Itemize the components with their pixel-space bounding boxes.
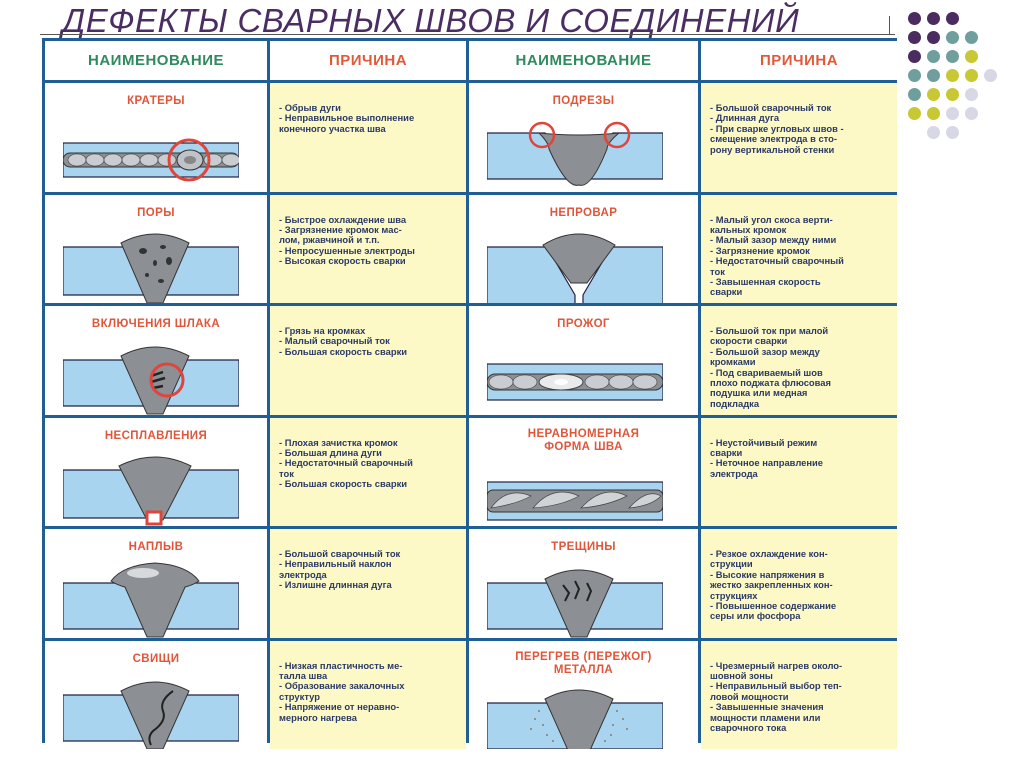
- defect-name-cell: НАПЛЫВ: [45, 529, 267, 638]
- decorative-dot: [946, 88, 959, 101]
- cause-cell: - Большой сварочный ток - Длинная дуга -…: [701, 83, 897, 192]
- cause-text: - Низкая пластичность ме- талла шва - Об…: [279, 659, 405, 723]
- defect-name: НЕСПЛАВЛЕНИЯ: [104, 429, 208, 442]
- decorative-dot: [965, 50, 978, 63]
- defect-name: ПОДРЕЗЫ: [552, 95, 615, 107]
- page-title: ДЕФЕКТЫ СВАРНЫХ ШВОВ И СОЕДИНЕНИЙ: [62, 2, 800, 39]
- cause-text: - Резкое охлаждение кон- струкции - Высо…: [710, 548, 837, 622]
- defect-name-cell: ПЕРЕГРЕВ (ПЕРЕЖОГ) МЕТАЛЛА: [469, 640, 698, 749]
- defect-name: ВКЛЮЧЕНИЯ ШЛАКА: [91, 318, 221, 330]
- defect-name-cell: НЕСПЛАВЛЕНИЯ: [45, 417, 267, 526]
- decorative-dot: [908, 31, 921, 44]
- decorative-dot: [946, 12, 959, 25]
- pores-icon: [63, 233, 239, 303]
- decorative-dot: [927, 126, 940, 139]
- cause-cell: - Большой ток при малой скорости сварки …: [701, 306, 897, 415]
- defect-name: ТРЕЩИНЫ: [551, 541, 616, 553]
- defect-name: КРАТЕРЫ: [127, 95, 185, 107]
- defect-name: НЕРАВНОМЕРНАЯ ФОРМА ШВА: [527, 427, 640, 453]
- decorative-dot: [984, 69, 997, 82]
- decorative-dot: [927, 107, 940, 120]
- defect-name: СВИЩИ: [132, 652, 180, 665]
- decorative-dot: [927, 12, 940, 25]
- cause-cell: - Малый угол скоса верти- кальных кромок…: [701, 194, 897, 303]
- decorative-dot: [946, 107, 959, 120]
- cause-cell: - Грязь на кромках - Малый сварочный ток…: [270, 306, 466, 415]
- cause-cell: - Резкое охлаждение кон- струкции - Высо…: [701, 529, 897, 638]
- defect-name: НЕПРОВАР: [549, 206, 618, 219]
- cause-text: - Чрезмерный нагрев около- шовной зоны -…: [710, 659, 843, 733]
- title-rule: [40, 34, 895, 35]
- cracks-icon: [487, 569, 663, 638]
- overheating-icon: [487, 689, 663, 749]
- header-cause-left: ПРИЧИНА: [270, 41, 466, 80]
- overlap-icon: [63, 562, 239, 638]
- defect-name: НАПЛЫВ: [128, 541, 184, 553]
- decorative-dot: [927, 50, 940, 63]
- cause-cell: - Быстрое охлаждение шва - Загрязнение к…: [270, 194, 466, 303]
- decorative-dot: [927, 88, 940, 101]
- fistula-icon: [63, 681, 239, 749]
- cause-text: - Большой сварочный ток - Длинная дуга -…: [710, 102, 844, 155]
- defect-name-cell: НЕПРОВАР: [469, 194, 698, 303]
- crater-icon: [63, 138, 239, 182]
- header-name-left: НАИМЕНОВАНИЕ: [45, 41, 267, 80]
- slag-inclusion-icon: [63, 346, 239, 415]
- defect-name-cell: КРАТЕРЫ: [45, 83, 267, 192]
- cause-text: - Обрыв дуги - Неправильное выполнение к…: [279, 102, 415, 134]
- defects-table: НАИМЕНОВАНИЕ ПРИЧИНА НАИМЕНОВАНИЕ ПРИЧИН…: [42, 38, 897, 749]
- decorative-dot: [927, 31, 940, 44]
- defect-name-cell: СВИЩИ: [45, 640, 267, 749]
- decorative-dot: [965, 107, 978, 120]
- uneven-weld-icon: [487, 480, 663, 521]
- title-tick: [889, 16, 890, 35]
- cause-cell: - Плохая зачистка кромок - Большая длина…: [270, 417, 466, 526]
- decorative-dot: [965, 31, 978, 44]
- header-name-right: НАИМЕНОВАНИЕ: [469, 41, 698, 80]
- decorative-dot: [908, 69, 921, 82]
- incomplete-penetration-icon: [487, 233, 663, 303]
- decorative-dot: [908, 107, 921, 120]
- cause-cell: - Низкая пластичность ме- талла шва - Об…: [270, 640, 466, 749]
- decorative-dots: [908, 12, 1020, 162]
- cause-cell: - Большой сварочный ток - Неправильный н…: [270, 529, 466, 638]
- decorative-dot: [908, 50, 921, 63]
- decorative-dot: [965, 88, 978, 101]
- decorative-dot: [946, 50, 959, 63]
- cause-text: - Неустойчивый режим сварки - Неточное н…: [710, 436, 824, 479]
- defect-name-cell: ВКЛЮЧЕНИЯ ШЛАКА: [45, 306, 267, 415]
- decorative-dot: [965, 69, 978, 82]
- cause-cell: - Обрыв дуги - Неправильное выполнение к…: [270, 83, 466, 192]
- defect-name-cell: ТРЕЩИНЫ: [469, 529, 698, 638]
- cause-text: - Большой ток при малой скорости сварки …: [710, 325, 831, 409]
- decorative-dot: [946, 31, 959, 44]
- defect-name-cell: ПОРЫ: [45, 194, 267, 303]
- defect-name: ПРОЖОГ: [557, 318, 610, 330]
- decorative-dot: [927, 69, 940, 82]
- defect-name-cell: НЕРАВНОМЕРНАЯ ФОРМА ШВА: [469, 417, 698, 526]
- undercut-icon: [487, 121, 663, 186]
- burn-through-icon: [487, 363, 663, 401]
- cause-cell: - Чрезмерный нагрев около- шовной зоны -…: [701, 640, 897, 749]
- cause-cell: - Неустойчивый режим сварки - Неточное н…: [701, 417, 897, 526]
- cause-text: - Плохая зачистка кромок - Большая длина…: [279, 436, 413, 490]
- decorative-dot: [908, 88, 921, 101]
- cause-text: - Малый угол скоса верти- кальных кромок…: [710, 213, 844, 298]
- decorative-dot: [946, 126, 959, 139]
- cause-text: - Грязь на кромках - Малый сварочный ток…: [279, 325, 408, 357]
- defect-name-cell: ПОДРЕЗЫ: [469, 83, 698, 192]
- decorative-dot: [908, 12, 921, 25]
- cause-text: - Большой сварочный ток - Неправильный н…: [279, 548, 401, 591]
- header-cause-right: ПРИЧИНА: [701, 41, 897, 80]
- decorative-dot: [946, 69, 959, 82]
- lack-of-fusion-icon: [63, 456, 239, 525]
- defect-name: ПОРЫ: [137, 206, 175, 219]
- defect-name-cell: ПРОЖОГ: [469, 306, 698, 415]
- cause-text: - Быстрое охлаждение шва - Загрязнение к…: [279, 213, 415, 267]
- defect-name: ПЕРЕГРЕВ (ПЕРЕЖОГ) МЕТАЛЛА: [515, 650, 652, 676]
